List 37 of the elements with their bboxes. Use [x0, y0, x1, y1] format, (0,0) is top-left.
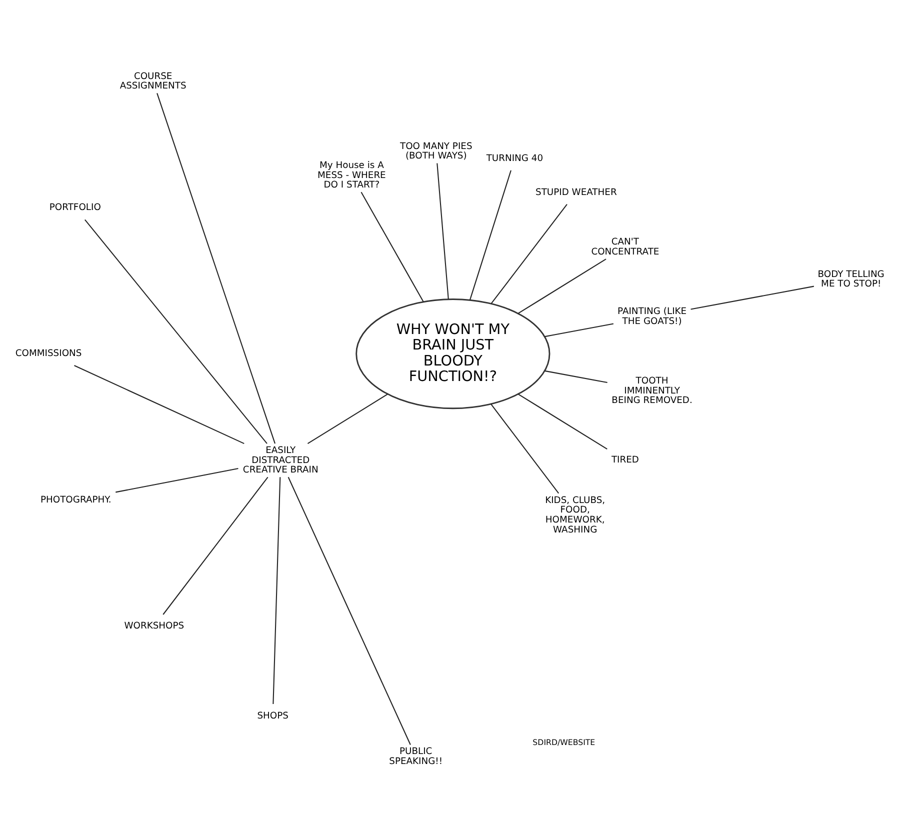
connector [690, 285, 814, 310]
node-text: KIDS, CLUBS, FOOD, HOMEWORK, WASHING [545, 494, 606, 535]
connector [272, 476, 281, 704]
connector [116, 468, 238, 492]
connector [544, 322, 614, 337]
node-text: TIRED [611, 454, 639, 466]
node-text: My House is A MESS - WHERE DO I START? [318, 159, 386, 190]
node-text: TOO MANY PIES (BOTH WAYS) [400, 140, 472, 162]
connector [436, 162, 449, 299]
node-text: PHOTOGRAPHY. [40, 494, 112, 505]
node-text: COMMISSIONS [15, 348, 82, 359]
node-text: PAINTING (LIKE THE GOATS!) [618, 306, 687, 326]
connector [518, 393, 608, 449]
node-text: PUBLIC SPEAKING!! [389, 746, 443, 766]
connector [518, 258, 606, 314]
node-text: EASILY DISTRACTED CREATIVE BRAIN [242, 444, 318, 476]
node-text: WORKSHOPS [124, 620, 184, 632]
node-text: BODY TELLING ME TO STOP! [818, 268, 884, 290]
connector [162, 476, 268, 614]
node-text: TURNING 40 [486, 152, 544, 164]
connector [307, 393, 388, 444]
node-text: COURSE ASSIGNMENTS [120, 70, 186, 92]
node-text: CAN'T CONCENTRATE [591, 236, 660, 258]
node-text: TOOTH IMMINENTLY BEING REMOVED. [612, 374, 692, 406]
node-ellipse: WHY WON'T MY BRAIN JUST BLOODY FUNCTION!? [356, 298, 550, 409]
node-text: SHOPS [257, 710, 288, 721]
connector [74, 364, 244, 444]
connector [469, 170, 512, 300]
node-text: PORTFOLIO [49, 202, 101, 213]
node-text: STUPID WEATHER [536, 186, 617, 198]
connector [360, 191, 424, 302]
connector [288, 476, 411, 744]
connector [544, 370, 608, 383]
connector [490, 204, 568, 304]
connector [490, 403, 560, 494]
connector [156, 92, 276, 444]
connector [84, 218, 268, 444]
